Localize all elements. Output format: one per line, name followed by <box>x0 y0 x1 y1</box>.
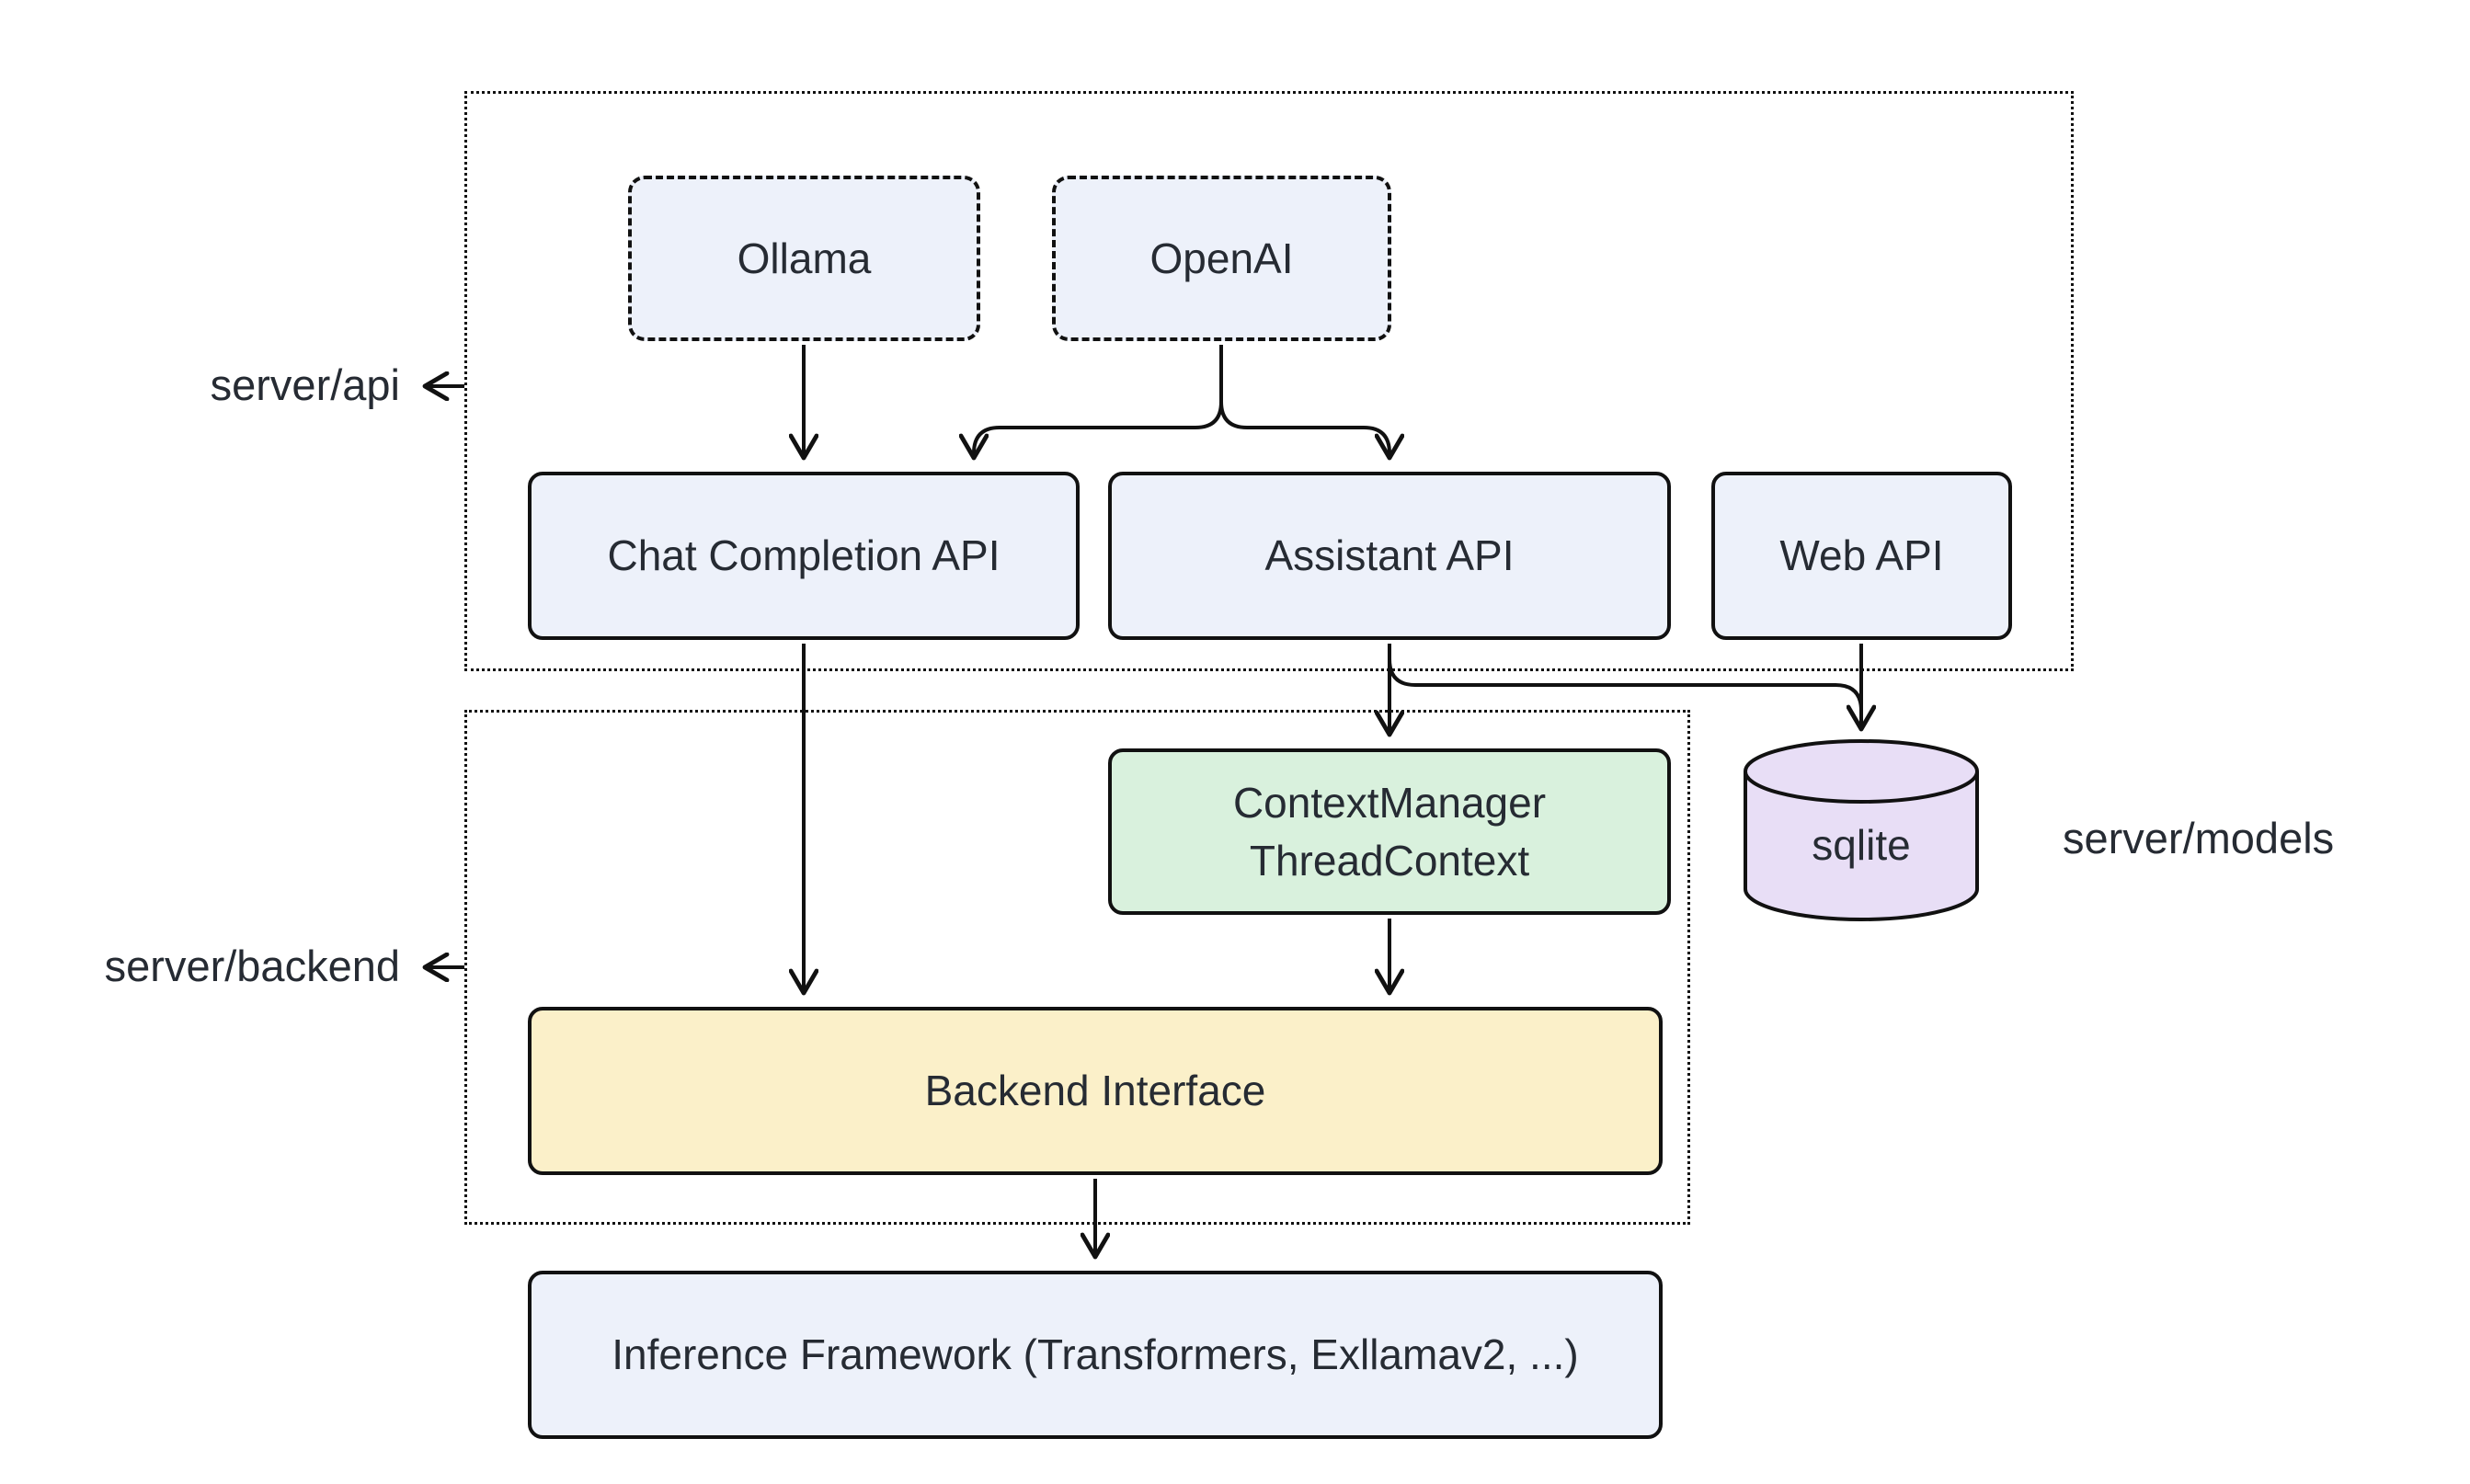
node-openai-label: OpenAI <box>1149 234 1294 282</box>
server-models-label: server/models <box>2063 814 2335 862</box>
node-web-api-label: Web API <box>1779 531 1944 580</box>
node-context-manager-line1: ContextManager <box>1232 779 1547 828</box>
node-chat-completion-api: Chat Completion API <box>528 472 1080 640</box>
node-ollama-label: Ollama <box>737 234 872 282</box>
node-assistant-api: Assistant API <box>1108 472 1671 640</box>
node-web-api: Web API <box>1711 472 2012 640</box>
server-api-label: server/api <box>210 360 400 409</box>
server-api-region <box>464 91 2074 671</box>
node-inference-framework-label: Inference Framework (Transformers, Exlla… <box>612 1330 1579 1379</box>
node-ollama: Ollama <box>628 176 980 341</box>
node-context-manager: ContextManager ThreadContext <box>1108 748 1671 915</box>
node-backend-interface: Backend Interface <box>528 1007 1663 1175</box>
node-context-manager-line2: ThreadContext <box>1249 836 1530 885</box>
database-cylinder-icon <box>1744 739 1979 921</box>
node-chat-completion-api-label: Chat Completion API <box>607 531 1001 580</box>
node-sqlite-label: sqlite <box>1812 821 1911 869</box>
node-sqlite: sqlite <box>1743 736 1980 925</box>
node-assistant-api-label: Assistant API <box>1264 531 1515 580</box>
node-openai: OpenAI <box>1052 176 1391 341</box>
server-backend-region <box>464 710 1690 1225</box>
node-inference-framework: Inference Framework (Transformers, Exlla… <box>528 1271 1663 1439</box>
server-backend-label: server/backend <box>104 942 400 990</box>
node-backend-interface-label: Backend Interface <box>924 1067 1266 1115</box>
